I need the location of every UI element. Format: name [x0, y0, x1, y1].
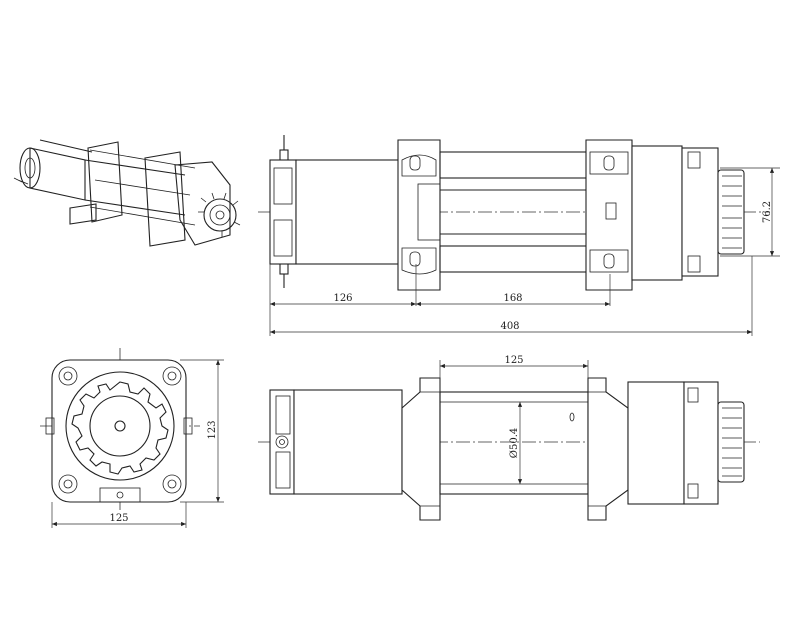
dim-overall-length: 408: [500, 321, 519, 332]
front-view: 76.2 126 168 408: [258, 135, 780, 336]
side-view: 125 123: [40, 348, 224, 528]
dim-bottom-spacing: 125: [504, 355, 523, 366]
dim-right-section: 168: [503, 293, 522, 304]
dim-side-height: 123: [207, 420, 218, 439]
dim-side-width: 125: [109, 513, 128, 524]
dim-front-height: 76.2: [762, 201, 773, 223]
isometric-view: [13, 139, 241, 247]
dim-left-section: 126: [333, 293, 352, 304]
dim-drum-diameter: Ø50.4: [509, 428, 520, 458]
bottom-view: 125 Ø50.4: [258, 355, 760, 521]
